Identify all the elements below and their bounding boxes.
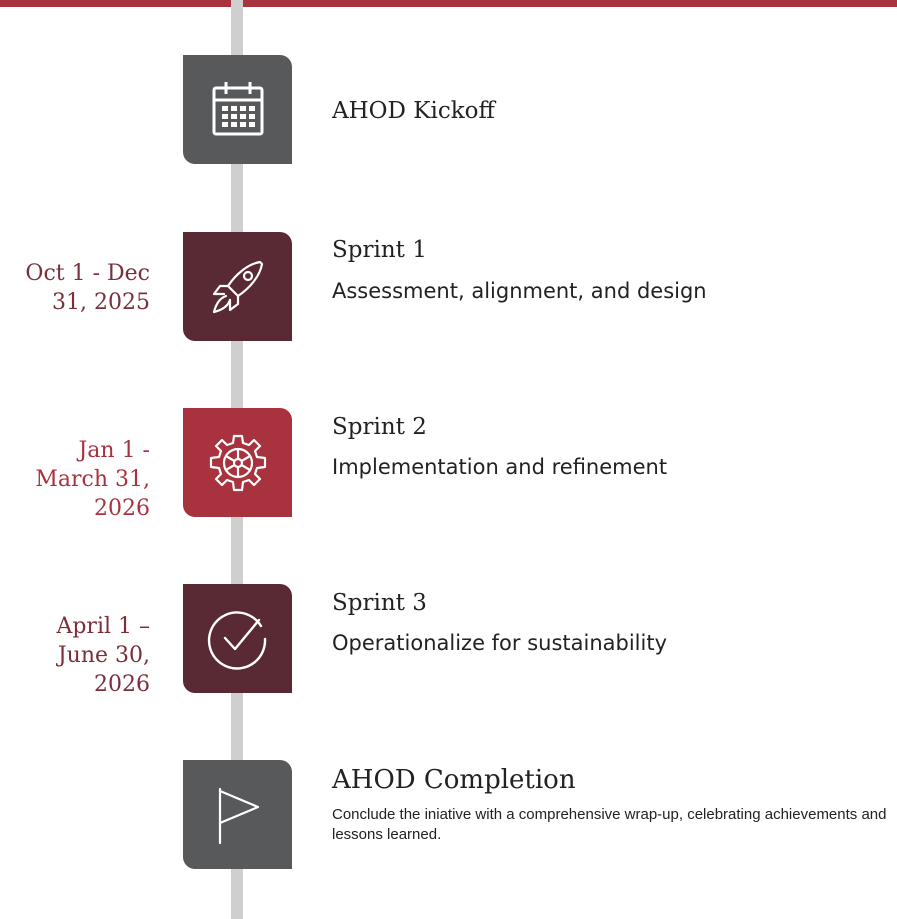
rocket-icon [208,256,268,318]
milestone-completion-description: Conclude the iniative with a comprehensi… [332,806,887,843]
check-circle-icon [205,606,271,672]
milestone-sprint-1-icon-box [183,232,292,341]
milestone-sprint-1-subtitle: Assessment, alignment, and design [332,279,707,303]
milestone-sprint-1-title: Sprint 1 [332,237,427,263]
milestone-sprint-2-icon-box [183,408,292,517]
milestone-completion-title: AHOD Completion [332,765,576,795]
flag-icon [212,785,264,845]
milestone-sprint-2-date: Jan 1 - March 31, 2026 [35,438,150,521]
milestone-sprint-2-subtitle: Implementation and refinement [332,455,668,479]
milestone-kickoff-icon-box [183,55,292,164]
milestone-sprint-1-date: Oct 1 - Dec 31, 2025 [25,261,150,315]
milestone-sprint-3-title: Sprint 3 [332,590,427,616]
milestone-kickoff-title: AHOD Kickoff [332,98,495,124]
milestone-sprint-3-subtitle: Operationalize for sustainability [332,631,668,655]
gear-icon [207,432,269,494]
header-accent-bar [0,0,897,7]
milestone-sprint-3-icon-box [183,584,292,693]
calendar-icon [210,80,266,140]
milestone-sprint-2-title: Sprint 2 [332,414,427,440]
milestone-completion-icon-box [183,760,292,869]
milestone-sprint-3-date: April 1 – June 30, 2026 [56,614,150,697]
